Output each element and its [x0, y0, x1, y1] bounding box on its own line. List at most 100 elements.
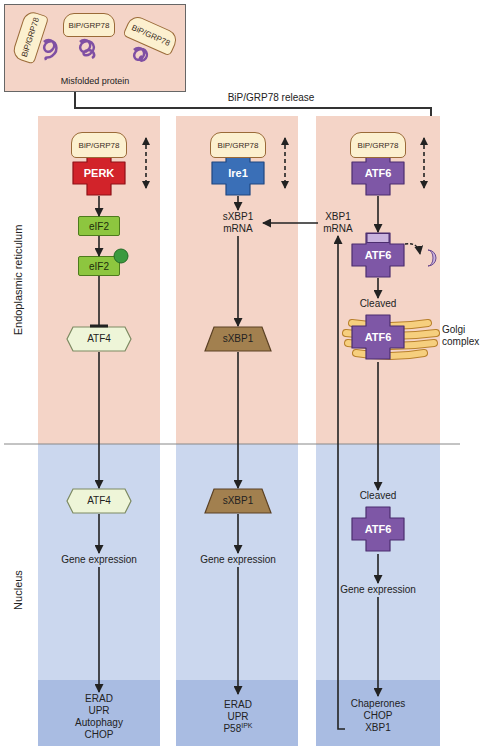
cross-shape: [212, 151, 264, 195]
nucleus-band: [176, 444, 298, 680]
cleavage-arrow: [405, 244, 420, 254]
golgi-cisterna: [346, 333, 436, 336]
label-holder: sXBP1 mRNA: [223, 211, 254, 235]
process-text: Gene expression: [323, 583, 433, 597]
output-band: [176, 680, 298, 746]
label-holder: PERK: [84, 167, 115, 180]
node-label: ATF6: [365, 331, 392, 344]
factor-box: eIF2: [78, 216, 120, 236]
cross-shape: [352, 507, 404, 551]
cleaved-protein: CleavedATF6: [346, 298, 410, 362]
node-label: Ire1: [228, 167, 248, 180]
arrow-connector: [338, 236, 345, 729]
node-label: ERAD UPR Autophagy CHOP: [75, 693, 123, 741]
node-label: ATF4: [87, 495, 111, 507]
release-label: BiP/GRP78 release: [196, 91, 346, 104]
node-label: ATF6: [365, 249, 392, 262]
golgi-cisterna: [346, 333, 436, 336]
arrow-connector: [237, 352, 239, 488]
node-label: Gene expression: [200, 554, 276, 566]
arrow-connector: [377, 597, 379, 696]
label-holder: Gene expression: [340, 584, 416, 596]
label-holder: Chaperones CHOP XBP1: [351, 698, 405, 734]
arrow-connector: [377, 278, 379, 298]
inhibition-connector: [98, 276, 100, 326]
golgi-cisterna: [356, 353, 424, 356]
chaperone-shape: BiP/GRP78: [122, 13, 179, 56]
mrna-text: sXBP1 mRNA: [213, 210, 263, 236]
node-label: Misfolded protein: [5, 76, 185, 87]
label-holder: Gene expression: [200, 554, 276, 566]
arrow-connector: [98, 352, 100, 488]
output-band: [38, 680, 160, 746]
node-label: XBP1 mRNA: [323, 211, 352, 235]
process-text: Gene expression: [183, 553, 293, 567]
cross-shape: [352, 151, 404, 195]
arrow-connector: [237, 514, 239, 553]
label-holder: ATF6: [365, 167, 392, 180]
dissociation-arrow: [145, 138, 147, 188]
cleaved-fragment: [428, 250, 436, 266]
output-list: Chaperones CHOP XBP1: [345, 696, 411, 736]
node-label: eIF2: [89, 221, 109, 232]
trapezoid-shape: [205, 489, 271, 513]
node-label: ATF4: [87, 333, 111, 345]
node-label: sXBP1 mRNA: [223, 211, 254, 235]
luminal-domain: [367, 234, 389, 243]
cleaved-body: ATF6: [346, 504, 410, 554]
node-label: sXBP1: [223, 333, 254, 345]
node-label: BiP/GRP78: [69, 21, 110, 30]
cross-shape: [73, 151, 125, 195]
label-holder: ERAD UPR Autophagy CHOP: [75, 693, 123, 741]
arrow-connector: [377, 196, 379, 232]
arrow-connector: [263, 222, 318, 224]
arrow-connector: [237, 236, 239, 326]
golgi-cisterna: [348, 343, 434, 346]
hexagon-shape: [67, 489, 131, 513]
golgi-cisterna: [348, 343, 434, 346]
misfolded-protein-box: Misfolded proteinBiP/GRP78BiP/GRP78BiP/G…: [4, 4, 186, 92]
arrow-connector: [237, 196, 239, 210]
node-label: IPK: [241, 722, 252, 729]
output-list: ERAD UPR P58IPK: [193, 694, 283, 740]
label-holder: sXBP1: [223, 333, 254, 345]
compartment-label: Endoplasmic reticulum: [11, 170, 25, 390]
node-label: eIF2: [89, 261, 109, 272]
membrane-divider: [4, 444, 460, 445]
node-label: BiP/GRP78: [79, 141, 120, 150]
label-holder: ERAD UPR P58IPK: [223, 699, 252, 735]
golgi-cisterna: [356, 353, 424, 356]
er-band: [316, 116, 440, 444]
mrna-text: XBP1 mRNA: [318, 210, 358, 236]
arrow-connector: [98, 236, 100, 256]
label-holder: ATF4: [87, 495, 111, 507]
chaperone-shape: BiP/GRP78: [63, 13, 115, 37]
node-label: Gene expression: [61, 554, 137, 566]
label-holder: XBP1 mRNA: [323, 211, 352, 235]
connector-layer: [99, 196, 378, 729]
label-holder: ATF4: [87, 333, 111, 345]
node-label: Gene expression: [340, 584, 416, 596]
node-label: BiP/GRP78: [130, 23, 171, 48]
er-band: [38, 116, 160, 444]
arrow-connector: [98, 514, 100, 553]
arrow-connector: [377, 554, 379, 583]
arrow-connector: [377, 362, 379, 490]
factor-trapezoid: sXBP1: [204, 326, 272, 352]
label-holder: Gene expression: [61, 554, 137, 566]
arrow-connector: [237, 567, 239, 694]
chaperone-cap: BiP/GRP78: [350, 132, 406, 158]
chaperone-cap: BiP/GRP78: [71, 132, 127, 158]
node-label: sXBP1: [223, 495, 254, 507]
nucleus-band: [316, 444, 440, 680]
hexagon-shape: [67, 327, 131, 351]
sensor-protein: ATF6: [351, 232, 405, 278]
process-text: Gene expression: [44, 553, 154, 567]
node-label: BiP/GRP78: [358, 141, 399, 150]
node-label: ERAD UPR P58: [223, 699, 251, 734]
node-label: Cleaved: [346, 490, 410, 502]
output-list: ERAD UPR Autophagy CHOP: [54, 692, 144, 742]
cleaved-body: ATF6: [346, 312, 410, 362]
